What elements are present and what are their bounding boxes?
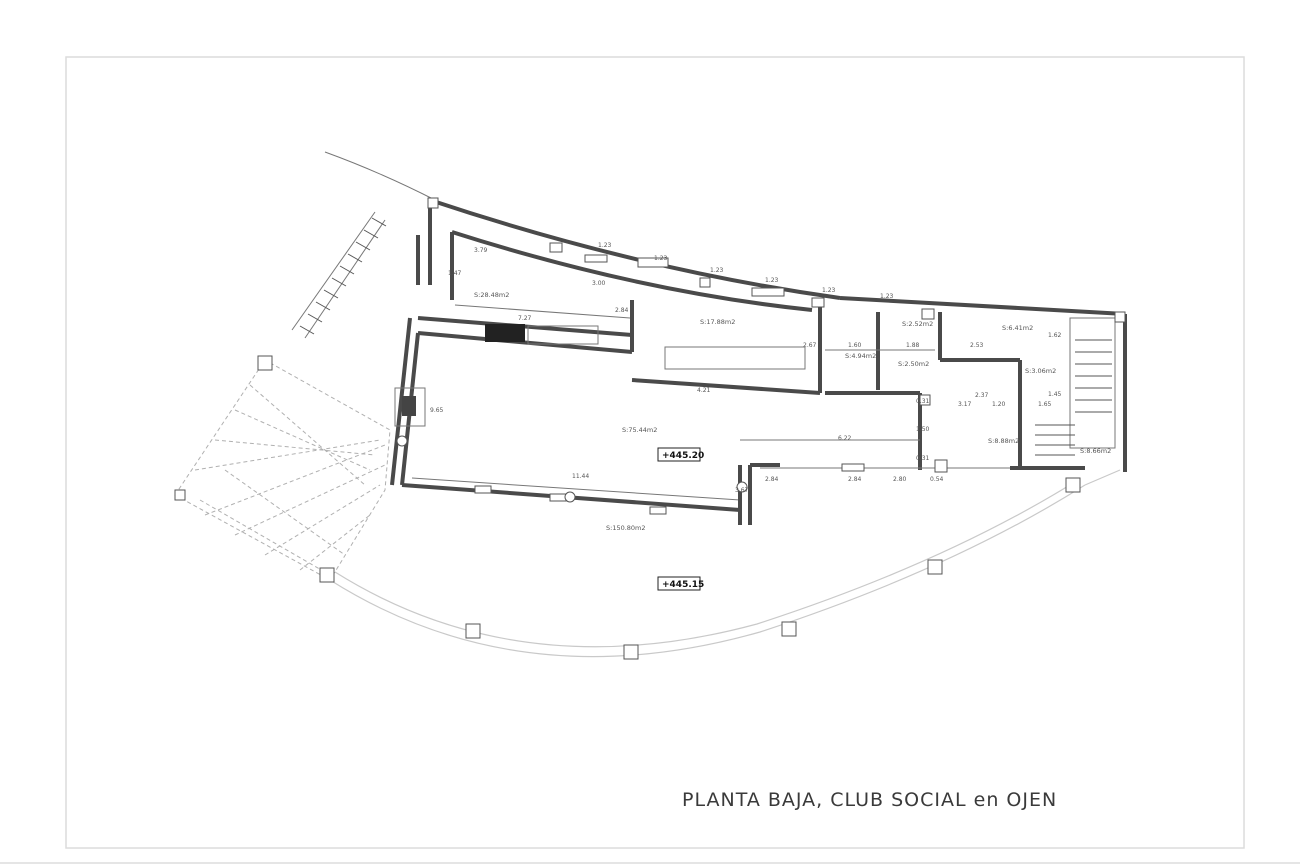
svg-text:3.00: 3.00	[592, 280, 606, 287]
svg-text:1.23: 1.23	[710, 267, 724, 274]
svg-text:0.31: 0.31	[916, 398, 930, 405]
room-area: S:8.66m2	[1080, 447, 1111, 455]
room-area-labels: S:28.48m2 S:17.88m2 S:2.52m2 S:6.41m2 S:…	[474, 291, 1111, 532]
svg-text:1.20: 1.20	[992, 401, 1006, 408]
stairwell	[1069, 317, 1116, 449]
svg-text:+445.15: +445.15	[662, 580, 704, 590]
room-area: S:17.88m2	[700, 318, 735, 326]
svg-text:1.60: 1.60	[848, 342, 862, 349]
terrace-edge-right	[1084, 469, 1121, 486]
bar-counter	[664, 346, 806, 370]
svg-text:2.37: 2.37	[975, 392, 989, 399]
level-marker-hall: +445.20	[657, 447, 704, 462]
kitchen-counter	[527, 325, 599, 345]
room-area: S:2.52m2	[902, 320, 933, 328]
room-area: S:150.80m2	[606, 524, 646, 532]
svg-text:3.17: 3.17	[958, 401, 972, 408]
columns	[396, 197, 1126, 515]
fireplace-box	[402, 396, 416, 416]
svg-text:6.22: 6.22	[838, 435, 852, 442]
site-boundary-top	[324, 151, 436, 201]
terrace-arc-outer	[329, 484, 1086, 658]
svg-text:7.27: 7.27	[518, 315, 532, 322]
svg-text:2.84: 2.84	[848, 476, 862, 483]
svg-text:2.67: 2.67	[803, 342, 817, 349]
svg-text:11.44: 11.44	[572, 473, 589, 480]
svg-text:9.65: 9.65	[430, 407, 444, 414]
dimension-labels: 3.79 1.47 3.00 2.84 7.27 1.23 1.23 1.23 …	[430, 242, 1062, 494]
svg-text:2.84: 2.84	[765, 476, 779, 483]
svg-text:0.31: 0.31	[916, 455, 930, 462]
svg-text:1.65: 1.65	[1038, 401, 1052, 408]
pergola	[174, 359, 391, 581]
svg-text:1.45: 1.45	[1048, 391, 1062, 398]
level-marker-terrace: +445.15	[657, 576, 704, 591]
svg-text:2.84: 2.84	[615, 307, 629, 314]
svg-text:1.23: 1.23	[765, 277, 779, 284]
svg-text:4.21: 4.21	[697, 387, 711, 394]
svg-text:1.23: 1.23	[880, 293, 894, 300]
svg-text:3.67: 3.67	[735, 487, 749, 494]
room-area: S:2.50m2	[898, 360, 929, 368]
building-walls	[390, 198, 1127, 525]
svg-text:1.62: 1.62	[1048, 332, 1062, 339]
room-area: S:8.88m2	[988, 437, 1019, 445]
terrace-pillars	[174, 355, 1081, 660]
svg-text:1.50: 1.50	[916, 426, 930, 433]
svg-text:1.23: 1.23	[822, 287, 836, 294]
side-ramp	[291, 211, 387, 339]
terrace-arc-inner	[334, 479, 1079, 648]
room-area: S:6.41m2	[1002, 324, 1033, 332]
svg-text:1.47: 1.47	[448, 270, 462, 277]
room-area: S:28.48m2	[474, 291, 509, 299]
cooktop	[485, 324, 525, 342]
svg-text:2.80: 2.80	[893, 476, 907, 483]
svg-text:0.54: 0.54	[930, 476, 944, 483]
svg-text:3.79: 3.79	[474, 247, 488, 254]
svg-text:+445.20: +445.20	[662, 451, 704, 461]
fireplace	[394, 387, 426, 427]
svg-text:1.23: 1.23	[654, 255, 668, 262]
room-area: S:3.06m2	[1025, 367, 1056, 375]
sheet-frame	[65, 56, 1245, 849]
svg-text:1.23: 1.23	[598, 242, 612, 249]
room-area: S:4.94m2	[845, 352, 876, 360]
room-area: S:75.44m2	[622, 426, 657, 434]
sheet-title: PLANTA BAJA, CLUB SOCIAL en OJEN	[682, 789, 1057, 811]
svg-text:1.88: 1.88	[906, 342, 920, 349]
svg-text:2.53: 2.53	[970, 342, 984, 349]
